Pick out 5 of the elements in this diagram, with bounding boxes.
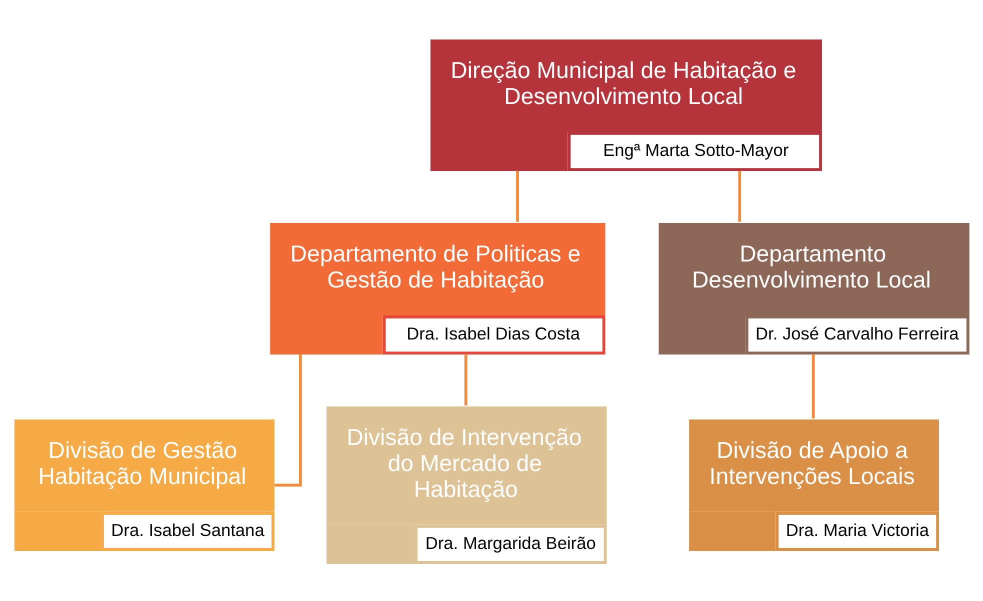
connector <box>464 353 468 405</box>
connector <box>738 170 742 222</box>
connector <box>516 170 519 222</box>
connector <box>274 354 302 486</box>
connector <box>812 353 815 418</box>
